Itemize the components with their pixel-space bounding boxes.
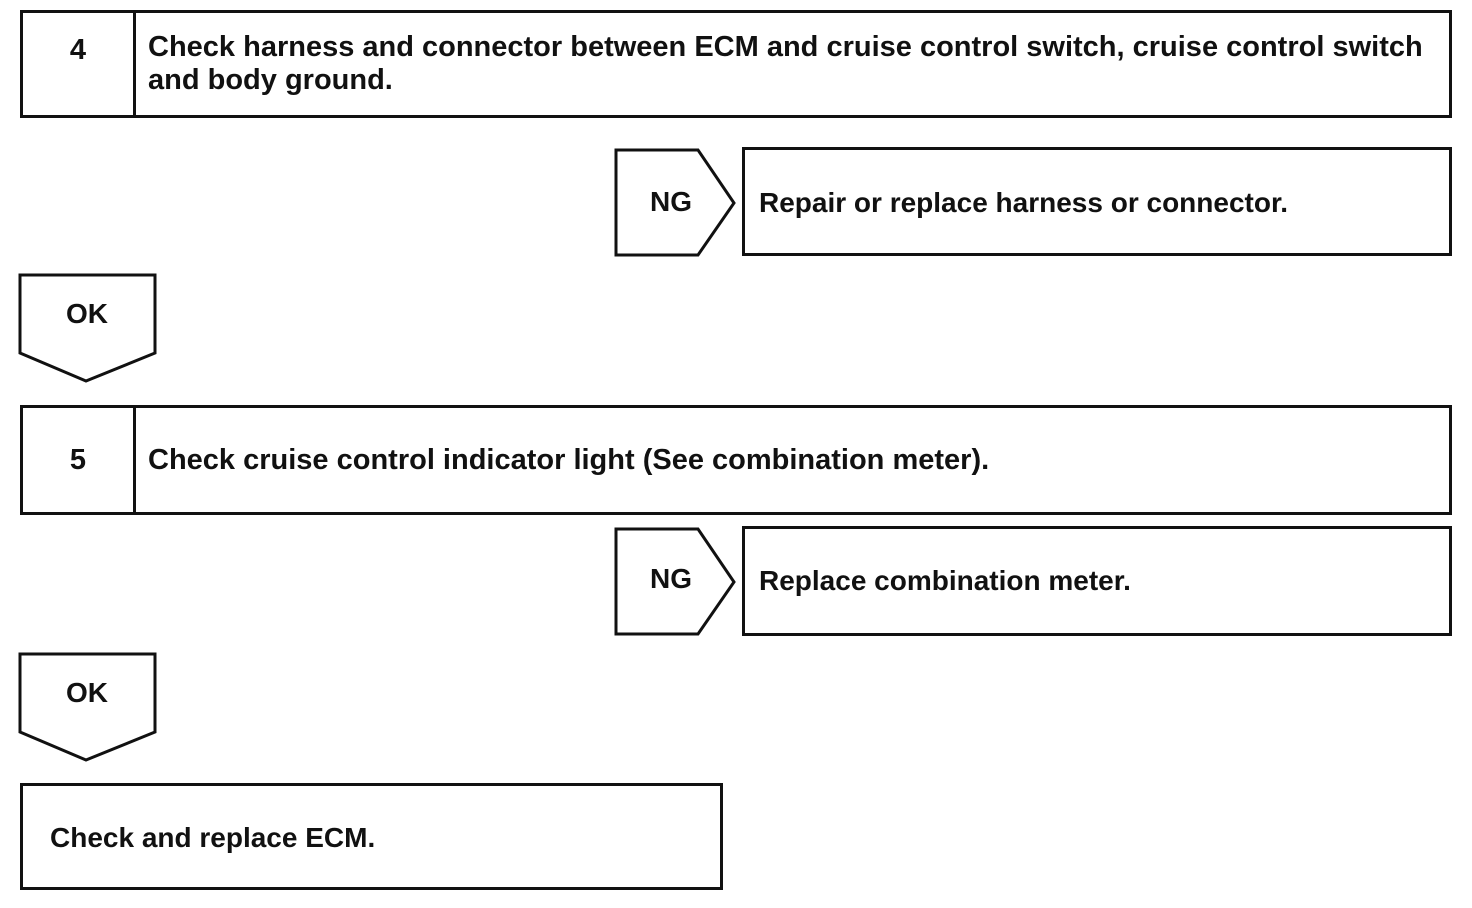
step-number: 5 xyxy=(23,408,136,512)
step-number: 4 xyxy=(23,13,136,115)
step-5-box: 5 Check cruise control indicator light (… xyxy=(20,405,1452,515)
ng-label: NG xyxy=(650,563,692,594)
ok-label: OK xyxy=(66,677,108,708)
final-action-text: Check and replace ECM. xyxy=(50,822,376,853)
ng-flag-shape xyxy=(614,148,736,257)
ok-arrow-shape xyxy=(18,652,157,762)
step-4-box: 4 Check harness and connector between EC… xyxy=(20,10,1452,118)
step-text: Check harness and connector between ECM … xyxy=(148,31,1423,96)
final-action-box: Check and replace ECM. xyxy=(20,783,723,890)
ng-result-text: Replace combination meter. xyxy=(759,565,1131,596)
ok-arrow-shape xyxy=(18,273,157,383)
ng-result-box: Repair or replace harness or connector. xyxy=(742,147,1452,256)
ng-result-text: Repair or replace harness or connector. xyxy=(759,187,1289,218)
ng-result-box: Replace combination meter. xyxy=(742,526,1452,636)
ng-label: NG xyxy=(650,186,692,217)
step-text: Check cruise control indicator light (Se… xyxy=(148,444,990,476)
ok-label: OK xyxy=(66,298,108,329)
ng-flag-shape xyxy=(614,527,736,636)
